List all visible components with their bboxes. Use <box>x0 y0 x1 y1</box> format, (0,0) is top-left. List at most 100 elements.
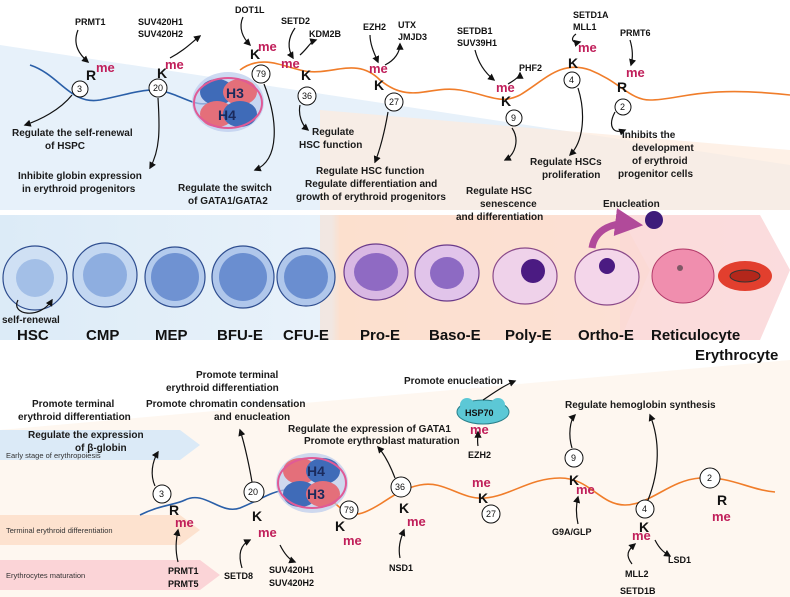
cell-hsc <box>2 245 68 311</box>
function-gata1-expression: Regulate the expression of GATA1 Promote… <box>288 424 460 447</box>
top-residue-k27: me K 27 <box>369 61 404 112</box>
bottom-residue-k79: 79 K me <box>335 500 362 548</box>
stage-cmp: CMP <box>86 327 119 344</box>
svg-text:R: R <box>717 492 727 508</box>
svg-text:me: me <box>626 65 645 80</box>
enzyme-ezh2: EZH2 <box>363 22 386 32</box>
stage-hsc: HSC <box>17 327 49 344</box>
svg-text:K: K <box>250 46 260 62</box>
svg-text:K: K <box>374 77 384 93</box>
cell-bfu-e <box>211 245 275 309</box>
top-residue-k4: me K 4 <box>563 40 597 89</box>
stage-band-orange <box>320 215 650 340</box>
bottom-residue-k9: 9 K me <box>564 448 595 497</box>
cell-cfu-e <box>276 247 336 307</box>
bottom-residue-r2: 2 R me <box>699 467 731 524</box>
cell-mep <box>144 246 206 308</box>
side-arrow-terminal <box>0 515 200 545</box>
enzyme-suv420h1: SUV420H1 <box>138 17 183 27</box>
top-residue-r3: R me 3 <box>71 60 115 98</box>
enzyme-lsd1: LSD1 <box>668 555 691 565</box>
bottom-chain-orange <box>324 477 776 515</box>
svg-text:27: 27 <box>486 509 496 519</box>
stage-erythrocyte: Erythrocyte <box>695 347 778 364</box>
svg-text:K: K <box>157 65 167 81</box>
top-nucleosome: H3 H4 <box>192 72 264 132</box>
svg-text:me: me <box>96 60 115 75</box>
stage-mep: MEP <box>155 327 188 344</box>
svg-text:K: K <box>639 519 649 535</box>
top-background-orange <box>320 110 790 210</box>
enzyme-jmjd3: JMJD3 <box>398 32 427 42</box>
enzyme-prmt6: PRMT6 <box>620 28 651 38</box>
svg-text:2: 2 <box>620 102 625 112</box>
cell-erythrocyte <box>718 261 772 291</box>
svg-text:me: me <box>576 482 595 497</box>
function-switch-gata: Regulate the switch of GATA1/GATA2 <box>178 183 275 207</box>
enzyme-phf2: PHF2 <box>519 63 542 73</box>
cell-ortho-e <box>574 248 640 306</box>
enzyme-kdm2b: KDM2B <box>309 29 342 39</box>
svg-text:me: me <box>281 56 300 71</box>
function-hsc-function: Regulate HSC function <box>299 127 362 151</box>
svg-text:3: 3 <box>159 489 164 499</box>
bottom-h3-label: H3 <box>307 486 325 502</box>
enzyme-prmt1: PRMT1 <box>75 17 106 27</box>
enzyme-setd8: SETD8 <box>224 571 253 581</box>
svg-text:me: me <box>407 514 426 529</box>
extruded-nucleus <box>645 211 663 229</box>
function-hsc-differentiation: Regulate HSC function Regulate different… <box>296 166 446 203</box>
cell-baso-e <box>414 244 480 302</box>
function-promote-enucleation: Promote enucleation <box>404 376 503 387</box>
svg-text:3: 3 <box>77 84 82 94</box>
svg-text:36: 36 <box>302 91 312 101</box>
stage-poly-e: Poly-E <box>505 327 552 344</box>
top-residue-k20: K me 20 <box>148 57 184 98</box>
svg-text:R: R <box>169 502 179 518</box>
svg-text:79: 79 <box>256 69 266 79</box>
bottom-residue-k4: 4 K me <box>632 499 655 543</box>
top-residue-r2: me R 2 <box>614 65 645 116</box>
svg-text:me: me <box>578 40 597 55</box>
bottom-function-arrows <box>151 379 658 501</box>
enzyme-suv420h1-bottom: SUV420H1 <box>269 565 314 575</box>
top-residue-k9: me K 9 <box>496 80 523 127</box>
function-hsc-proliferation: Regulate HSCs proliferation <box>530 157 604 181</box>
svg-text:2: 2 <box>707 473 712 483</box>
svg-text:R: R <box>617 79 627 95</box>
function-beta-globin: Regulate the expression of β-globin <box>28 430 146 454</box>
svg-text:4: 4 <box>642 504 647 514</box>
svg-text:me: me <box>632 528 651 543</box>
svg-text:me: me <box>165 57 184 72</box>
svg-text:9: 9 <box>511 113 516 123</box>
svg-text:me: me <box>175 515 194 530</box>
function-self-renewal-hspc: Regulate the self-renewal of HSPC <box>12 128 135 152</box>
stage-baso-e: Baso-E <box>429 327 481 344</box>
svg-text:K: K <box>478 490 488 506</box>
stage-ortho-e: Ortho-E <box>578 327 634 344</box>
hsp70-cloud: HSP70 <box>456 398 510 425</box>
cell-cmp <box>72 242 138 308</box>
enzyme-dot1l: DOT1L <box>235 5 265 15</box>
svg-text:me: me <box>496 80 515 95</box>
cell-reticulocyte <box>651 248 715 304</box>
enucleation-label: Enucleation <box>603 199 660 210</box>
enzyme-ezh2-bottom: EZH2 <box>468 450 491 460</box>
enzyme-nsd1: NSD1 <box>389 563 413 573</box>
svg-text:R: R <box>86 67 96 83</box>
svg-text:me: me <box>472 475 491 490</box>
svg-text:K: K <box>335 518 345 534</box>
stage-reticulocyte: Reticulocyte <box>651 327 740 344</box>
svg-text:me: me <box>258 525 277 540</box>
cell-poly-e <box>492 247 558 305</box>
enzyme-suv420h2: SUV420H2 <box>138 29 183 39</box>
self-renewal-label: self-renewal <box>2 315 60 326</box>
top-chain-orange <box>239 61 790 101</box>
self-renewal-arrow <box>16 298 53 314</box>
side-arrow-early <box>0 430 200 460</box>
stage-pro-e: Pro-E <box>360 327 400 344</box>
bottom-nucleosome: H4 H3 <box>276 453 348 513</box>
svg-text:27: 27 <box>389 97 399 107</box>
svg-text:K: K <box>301 67 311 83</box>
